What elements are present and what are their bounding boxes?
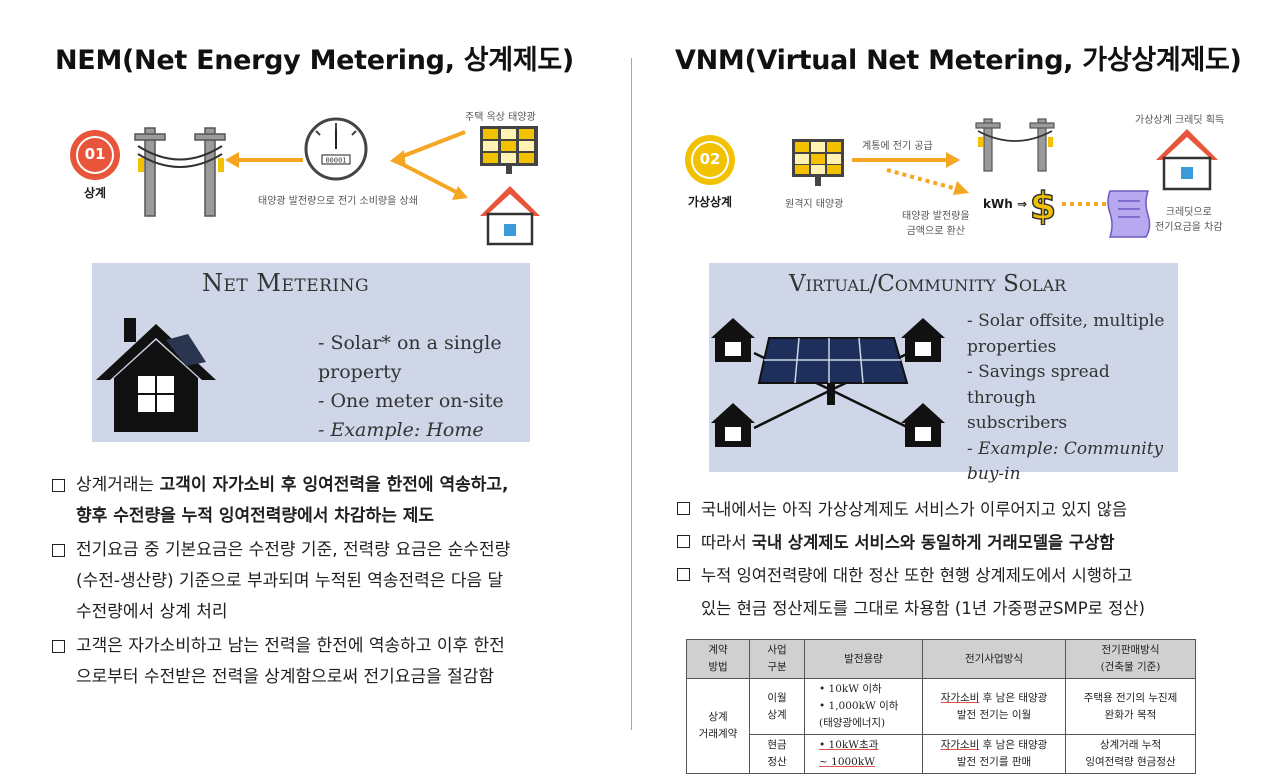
home-icon	[1156, 129, 1218, 191]
contract-table: 계약 방법 사업 구분 발전용량 전기사업방식 전기판매방식 (건축물 기준) …	[686, 639, 1196, 774]
panel-heading: Net Metering	[202, 269, 370, 297]
badge-label: 상계	[83, 186, 107, 200]
electric-meter-icon: 00001	[304, 117, 368, 181]
kwh-label: kWh ⇒	[983, 197, 1027, 211]
list-item: 국내에서는 아직 가상상계제도 서비스가 이루어지고 있지 않음	[677, 493, 1267, 526]
grid-caption: 계통에 전기 공급	[862, 141, 933, 152]
arrow-left-icon	[225, 152, 303, 168]
list-item: 고객은 자가소비하고 남는 전력을 한전에 역송하고 이후 한전	[52, 631, 612, 662]
list-item: 따라서 국내 상계제도 서비스와 동일하게 거래모델을 구상함	[677, 526, 1267, 559]
split-arrows-icon	[390, 130, 468, 200]
list-item: 전기요금 중 기본요금은 수전량 기준, 전력량 요금은 순수전량	[52, 535, 612, 566]
list-item: 상계거래는 고객이 자가소비 후 잉여전력을 한전에 역송하고,	[52, 470, 612, 501]
vnm-title: VNM(Virtual Net Metering, 가상상계제도)	[675, 45, 1242, 76]
dollar-icon: $	[1029, 183, 1057, 225]
svg-text:00001: 00001	[325, 157, 346, 165]
dotted-arrow-icon	[886, 168, 969, 195]
panel-text: - Solar offsite, multiple properties - S…	[967, 311, 1165, 484]
column-divider	[631, 58, 632, 730]
community-solar-panel: Virtual/Community Solar - Solar offsite,…	[709, 263, 1178, 484]
home-icon	[480, 186, 540, 246]
capacity-cell: • 10kW 이하 • 1,000kW 이하 (태양광에너지)	[804, 678, 923, 735]
arrow-right-icon	[852, 152, 960, 168]
vnm-infographic: 02 가상상계 원격지 태양광 계통에 전기 공급 태양광 발전량을 금액으로 …	[680, 105, 1240, 255]
rooftop-caption: 주택 옥상 태양광	[465, 112, 536, 123]
credit-caption: 가상상계 크레딧 획득	[1135, 115, 1225, 126]
panel-text: - Solar* on a single property - One mete…	[318, 332, 504, 441]
net-metering-panel: Net Metering - Solar* on a single proper…	[92, 263, 530, 442]
badge-01-icon: 01	[70, 130, 120, 180]
small-house	[711, 318, 945, 447]
svg-text:$: $	[1030, 184, 1056, 225]
convert-caption: 태양광 발전량을 금액으로 환산	[902, 211, 970, 237]
solar-panel-icon	[480, 126, 538, 174]
nem-infographic: 01 상계 00001 태양광 발전량으로 전기 소비량을 상쇄 주택 옥상 태…	[70, 100, 570, 250]
community-solar-illustration	[711, 318, 945, 447]
utility-pole-icon	[134, 127, 226, 217]
credit-scroll-icon	[1107, 190, 1151, 238]
nem-title: NEM(Net Energy Metering, 상계제도)	[55, 45, 574, 76]
badge-02-icon: 02	[685, 135, 735, 185]
contract-cell: 상계 거래계약	[686, 678, 750, 774]
badge-label: 가상상계	[687, 195, 733, 209]
nem-bullet-list: 상계거래는 고객이 자가소비 후 잉여전력을 한전에 역송하고, 향후 수전량을…	[52, 470, 612, 693]
remote-caption: 원격지 태양광	[785, 199, 844, 210]
utility-pole-icon	[975, 118, 1055, 172]
deduct-caption: 크레딧으로 전기요금을 차감	[1155, 207, 1223, 233]
remote-solar-panel-icon	[792, 139, 844, 186]
panel-heading: Virtual/Community Solar	[789, 271, 1067, 297]
capacity-cell: • 10kW초과 ~ 1000kW	[804, 734, 923, 774]
offset-caption: 태양광 발전량으로 전기 소비량을 상쇄	[258, 196, 418, 207]
vnm-bullet-list: 국내에서는 아직 가상상계제도 서비스가 이루어지고 있지 않음 따라서 국내 …	[677, 493, 1267, 625]
list-item: 누적 잉여전력량에 대한 정산 또한 현행 상계제도에서 시행하고	[677, 559, 1267, 592]
house-icon	[96, 318, 216, 432]
